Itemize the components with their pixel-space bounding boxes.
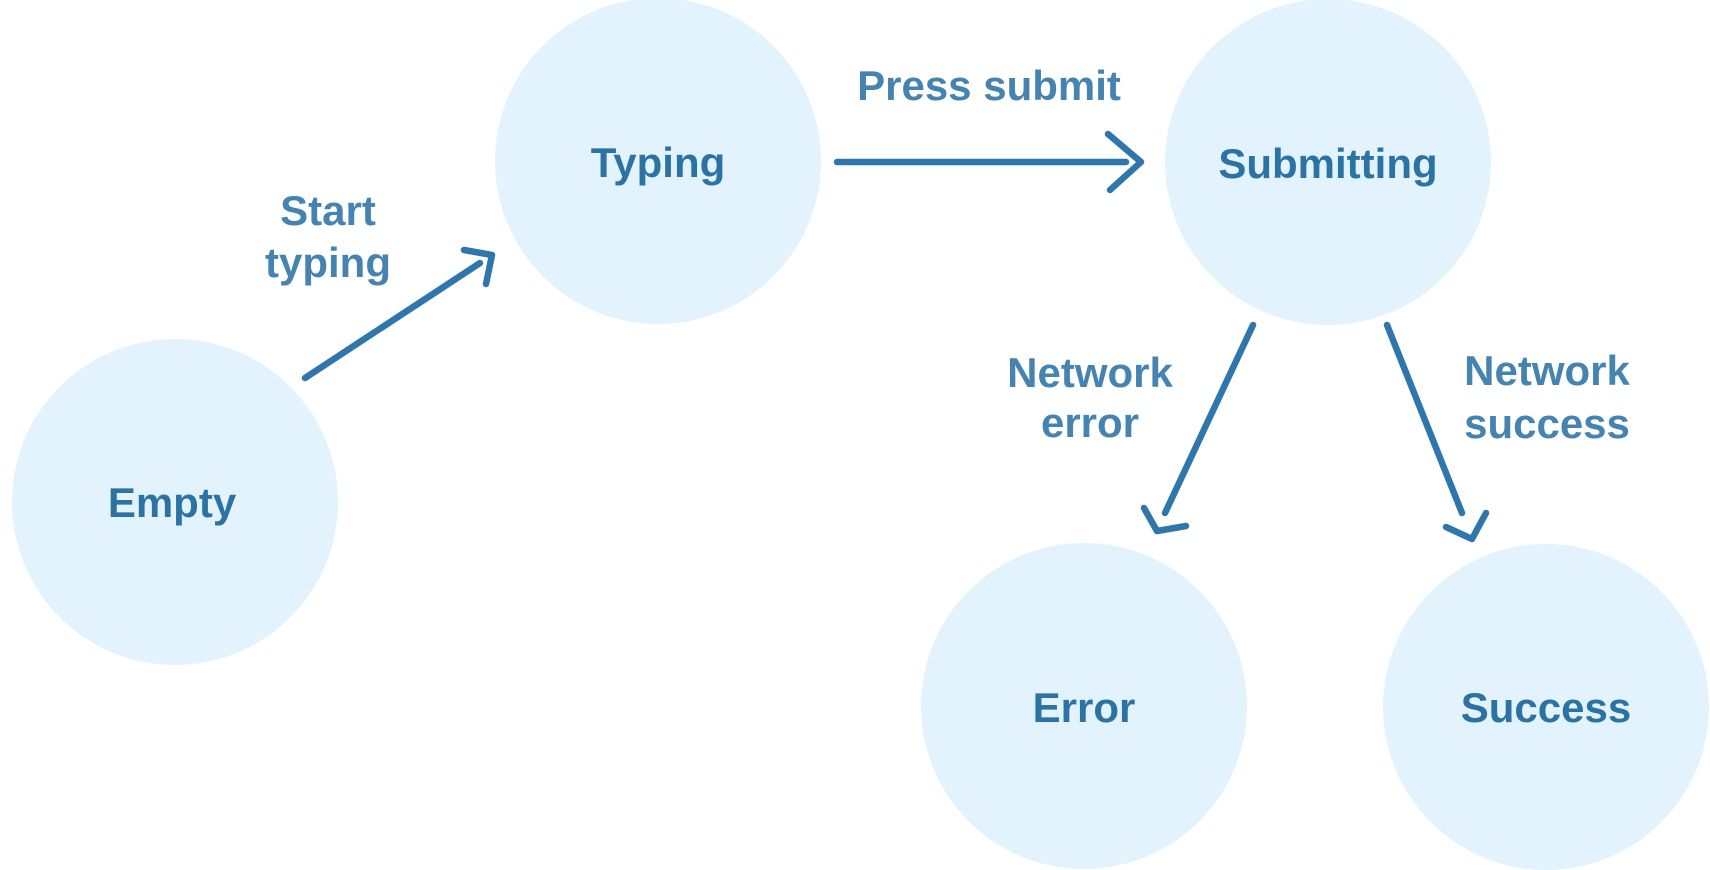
state-node-typing[interactable]: Typing xyxy=(495,0,821,324)
state-circle-success[interactable] xyxy=(1383,544,1709,870)
arrowhead-icon xyxy=(1140,504,1190,535)
state-node-submitting[interactable]: Submitting xyxy=(1165,0,1491,325)
state-label-empty: Empty xyxy=(108,479,237,526)
state-label-typing: Typing xyxy=(591,139,726,186)
state-circle-empty[interactable] xyxy=(12,339,338,665)
state-label-success: Success xyxy=(1461,684,1631,731)
transition-submitting-to-success: Network success xyxy=(1383,321,1630,543)
transition-submitting-to-error: Network error xyxy=(1007,321,1257,535)
state-node-error[interactable]: Error xyxy=(921,543,1247,869)
state-circle-typing[interactable] xyxy=(495,0,821,324)
edge-label-press-submit: Press submit xyxy=(857,62,1121,109)
edge-label-start-typing-line1: Start xyxy=(280,187,376,234)
state-node-empty[interactable]: Empty xyxy=(12,339,338,665)
state-label-submitting: Submitting xyxy=(1218,140,1437,187)
arrowhead-icon xyxy=(1104,130,1145,194)
arrowhead-icon xyxy=(460,246,496,288)
transition-empty-to-typing: Start typing xyxy=(265,187,496,382)
edge-line xyxy=(1161,321,1257,517)
arrowhead-icon xyxy=(1442,509,1490,543)
edge-label-network-success-line2: success xyxy=(1464,400,1630,447)
state-node-success[interactable]: Success xyxy=(1383,544,1709,870)
transition-typing-to-submitting: Press submit xyxy=(833,62,1145,194)
edge-label-network-error-line2: error xyxy=(1041,399,1139,446)
edge-label-network-error-line1: Network xyxy=(1007,349,1173,396)
edge-line xyxy=(1383,321,1466,517)
edge-label-start-typing-line2: typing xyxy=(265,239,391,286)
state-label-error: Error xyxy=(1033,684,1136,731)
edge-line xyxy=(301,259,484,382)
state-circle-error[interactable] xyxy=(921,543,1247,869)
state-circle-submitting[interactable] xyxy=(1165,0,1491,325)
edge-label-network-success-line1: Network xyxy=(1464,347,1630,394)
